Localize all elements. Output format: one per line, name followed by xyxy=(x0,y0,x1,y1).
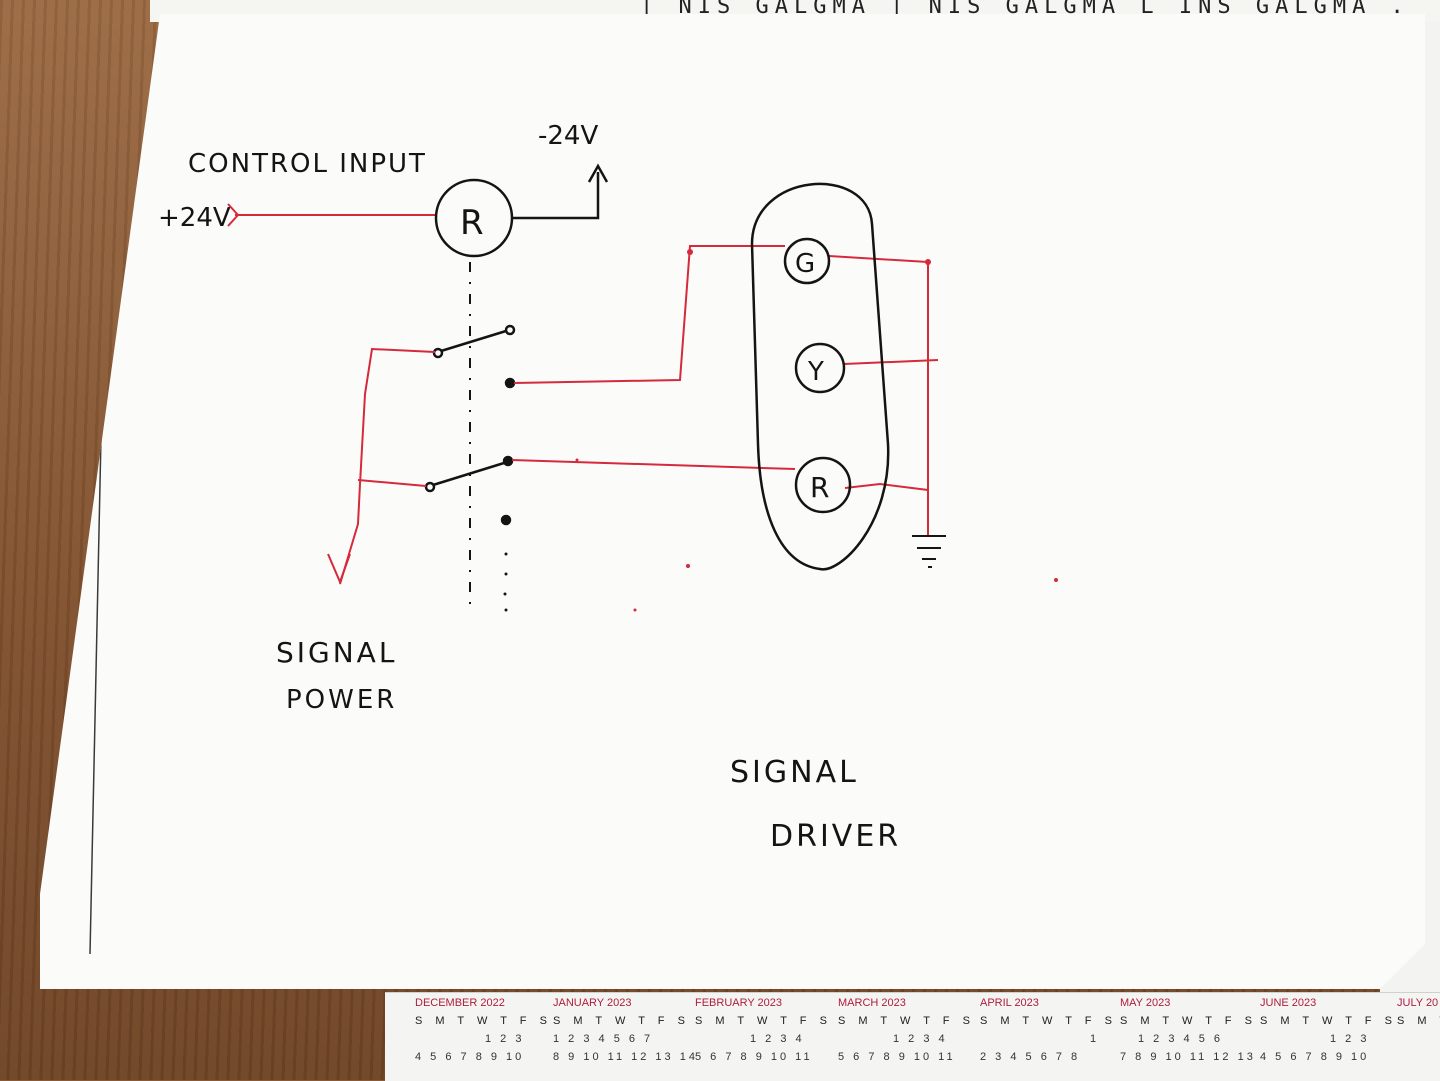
upper-switch xyxy=(432,324,516,389)
calendar-month: MARCH 2023 S M T W T F S 1 2 3 4 5 6 7 8… xyxy=(838,997,973,1063)
calendar-month-name: MAY 2023 xyxy=(1120,997,1171,1009)
calendar-month-name: FEBRUARY 2023 xyxy=(695,997,783,1009)
green-lamp-wiring xyxy=(513,245,929,384)
red-lamp-wiring xyxy=(511,459,929,491)
wiring-diagram: CONTROL INPUT +24V -24V R xyxy=(89,14,1058,955)
linkage-dots xyxy=(503,552,508,612)
wire-junction-dots xyxy=(575,249,1058,612)
calendar-week-row: 4 5 6 7 8 9 10 xyxy=(1260,1051,1370,1063)
red-lamp: R xyxy=(794,456,852,514)
calendar-week-row: 1 xyxy=(1090,1033,1100,1045)
ground-symbol xyxy=(912,535,946,568)
calendar-week-row: 1 2 3 xyxy=(1330,1033,1370,1045)
calendar-month-name: DECEMBER 2022 xyxy=(415,997,505,1009)
minus-24v-label: -24V xyxy=(538,121,598,151)
control-input-label: CONTROL INPUT xyxy=(188,149,427,179)
plus-24v-label: +24V xyxy=(158,203,231,233)
calendar-week-row: 7 8 9 10 11 12 13 xyxy=(1120,1051,1256,1063)
calendar-month-name: APRIL 2023 xyxy=(980,997,1039,1009)
calendar-week-row: 1 2 3 4 xyxy=(893,1033,948,1045)
calendar-month-name: MARCH 2023 xyxy=(838,997,906,1009)
calendar-month: JULY 20 S M T W T F S xyxy=(1397,997,1440,1027)
calendar-weekday-header: S M T W T F S xyxy=(553,1015,690,1027)
calendar-month: APRIL 2023 S M T W T F S 1 2 3 4 5 6 7 8 xyxy=(980,997,1115,1063)
calendar-month-name: JANUARY 2023 xyxy=(553,997,632,1009)
calendar-month-name: JULY 20 xyxy=(1397,997,1439,1009)
calendar-week-row: 1 2 3 4 5 6 xyxy=(1138,1033,1223,1045)
relay-coil: R xyxy=(434,178,514,258)
red-lamp-label: R xyxy=(810,471,829,504)
calendar-weekday-header: S M T W T F S xyxy=(1260,1015,1397,1027)
signal-power-label-line2: POWER xyxy=(286,685,397,715)
signal-driver-label-line2: DRIVER xyxy=(770,819,901,854)
coil-return-wire xyxy=(512,163,609,220)
calendar-weekday-header: S M T W T F S xyxy=(980,1015,1117,1027)
calendar-weekday-header: S M T W T F S xyxy=(415,1015,552,1027)
calendar-weekday-header: S M T W T F S xyxy=(695,1015,832,1027)
calendar-week-row: 5 6 7 8 9 10 11 xyxy=(838,1051,956,1063)
desk-calendar-strip: DECEMBER 2022 S M T W T F S 1 2 3 4 5 6 … xyxy=(385,992,1440,1081)
calendar-week-row: 4 5 6 7 8 9 10 xyxy=(415,1051,525,1063)
calendar-month: MAY 2023 S M T W T F S 1 2 3 4 5 6 7 8 9… xyxy=(1120,997,1255,1063)
signal-head-housing xyxy=(750,182,890,571)
calendar-month: JUNE 2023 S M T W T F S 1 2 3 4 5 6 7 8 … xyxy=(1260,997,1395,1063)
paper-sheet: CONTROL INPUT +24V -24V R xyxy=(40,14,1425,989)
signal-power-wiring xyxy=(327,347,436,585)
calendar-month: JANUARY 2023 S M T W T F S 1 2 3 4 5 6 7… xyxy=(553,997,698,1063)
calendar-month: DECEMBER 2022 S M T W T F S 1 2 3 4 5 6 … xyxy=(415,997,550,1063)
calendar-weekday-header: S M T W T F S xyxy=(1397,1015,1440,1027)
calendar-month: FEBRUARY 2023 S M T W T F S 1 2 3 4 5 6 … xyxy=(695,997,830,1063)
signal-power-label-line1: SIGNAL xyxy=(276,636,397,669)
calendar-weekday-header: S M T W T F S xyxy=(838,1015,975,1027)
signal-driver-label-line1: SIGNAL xyxy=(730,755,859,790)
calendar-week-row: 1 2 3 4 5 6 7 xyxy=(553,1033,654,1045)
calendar-weekday-header: S M T W T F S xyxy=(1120,1015,1257,1027)
calendar-week-row: 5 6 7 8 9 10 11 xyxy=(695,1051,813,1063)
calendar-week-row: 1 2 3 4 xyxy=(750,1033,805,1045)
calendar-week-row: 2 3 4 5 6 7 8 xyxy=(980,1051,1081,1063)
relay-label: R xyxy=(460,203,484,243)
calendar-month-name: JUNE 2023 xyxy=(1260,997,1317,1009)
control-input-wire xyxy=(227,203,435,227)
yellow-lamp: Y xyxy=(794,342,846,394)
calendar-week-row: 8 9 10 11 12 13 14 xyxy=(553,1051,698,1063)
calendar-week-row: 1 2 3 xyxy=(485,1033,525,1045)
yellow-lamp-label: Y xyxy=(807,357,824,387)
yellow-lamp-wiring xyxy=(843,359,939,365)
green-lamp: G xyxy=(783,237,831,285)
green-lamp-label: G xyxy=(795,249,815,279)
